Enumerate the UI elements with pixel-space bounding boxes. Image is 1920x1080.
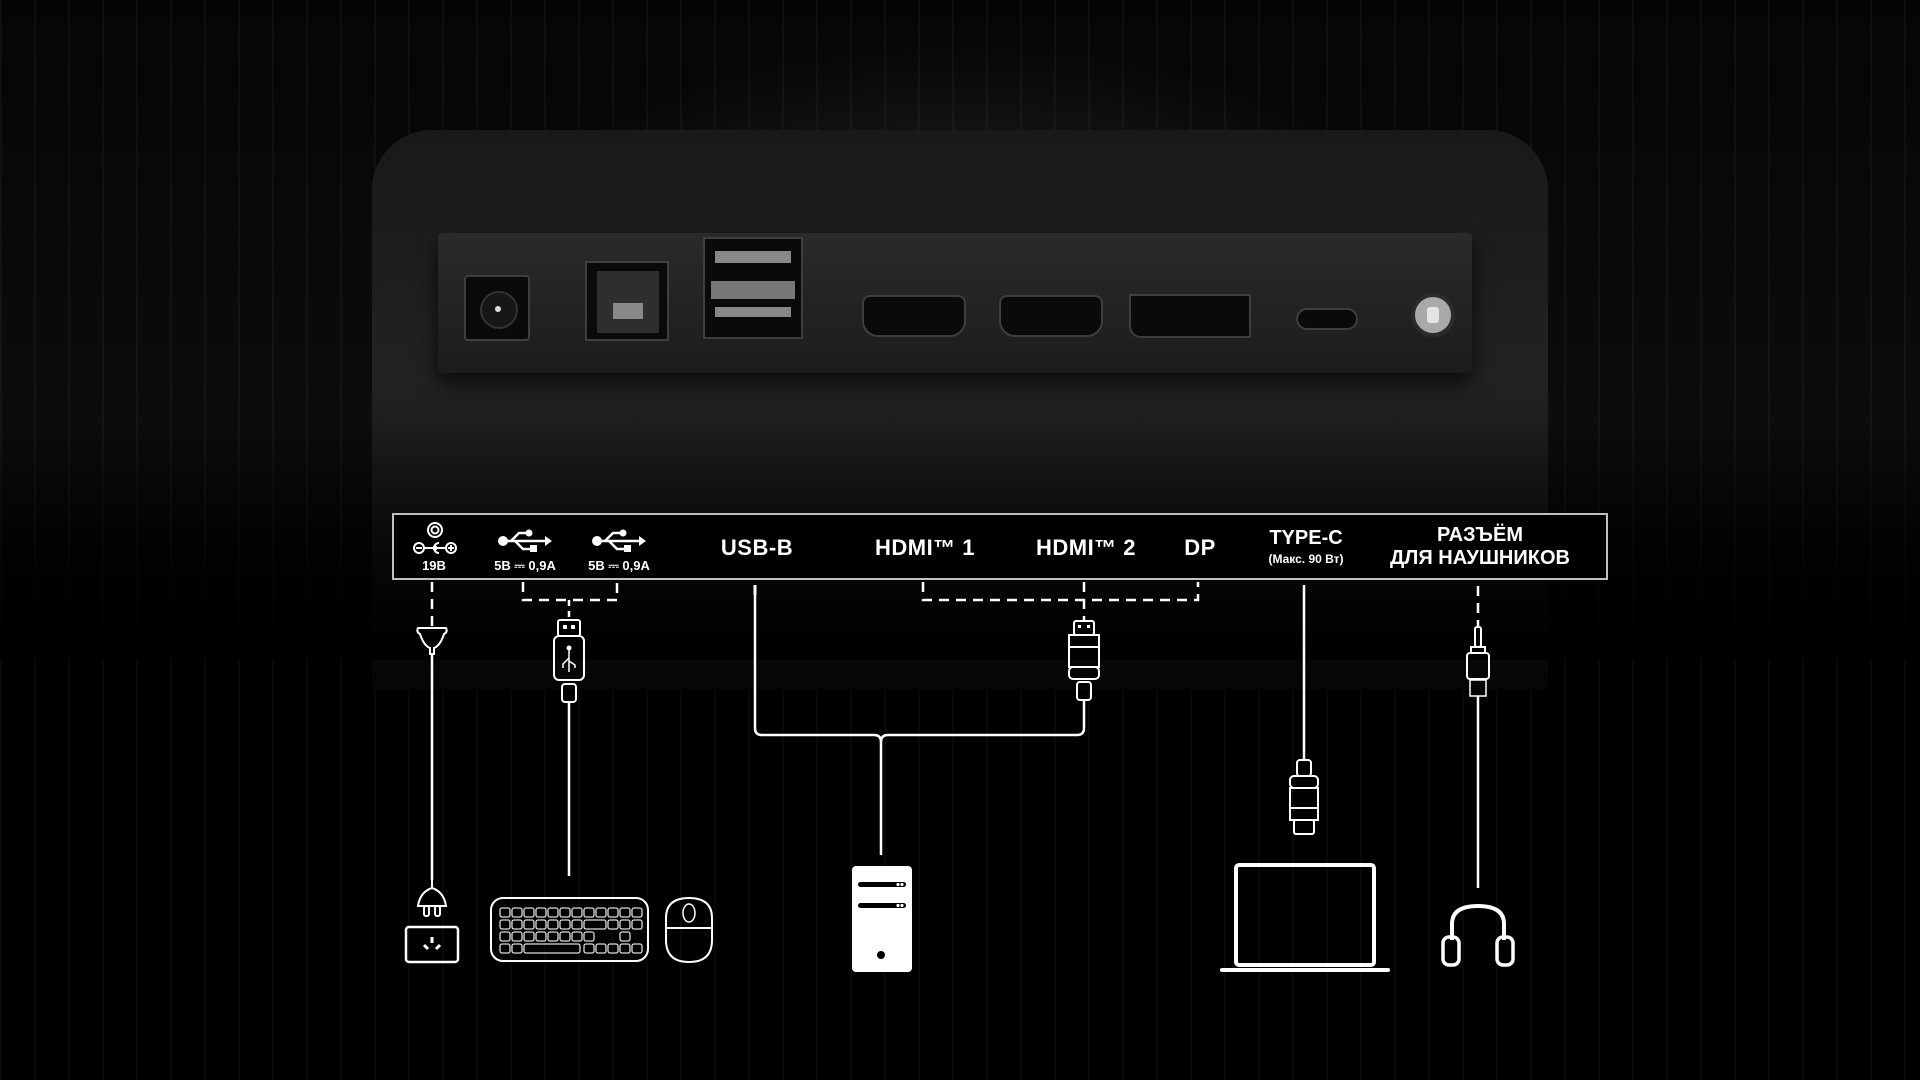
usb-b-port bbox=[585, 261, 669, 341]
usb-a-2-rating: 5В ⎓ 0,9А bbox=[588, 558, 650, 573]
hdmi-1-port bbox=[862, 295, 966, 337]
dc-jack-port bbox=[464, 275, 530, 341]
dc-voltage-label: 19В bbox=[422, 558, 446, 573]
usb-a-1-rating: 5В ⎓ 0,9А bbox=[494, 558, 556, 573]
mouse-icon bbox=[665, 896, 713, 964]
hdmi-1-label: HDMI™ 1 bbox=[874, 535, 976, 560]
usb-c-port bbox=[1296, 308, 1358, 330]
port-label-bar: 19В 5В ⎓ 0,9А 5В ⎓ 0,9А USB-B HDMI™ 1 HD… bbox=[392, 513, 1608, 580]
type-c-label: TYPE-C bbox=[1269, 527, 1343, 549]
hdmi-2-port bbox=[999, 295, 1103, 337]
dp-label: DP bbox=[1184, 535, 1216, 560]
keyboard-icon bbox=[490, 897, 649, 962]
usb-b-label: USB-B bbox=[720, 535, 794, 560]
audio-jack-port bbox=[1411, 293, 1455, 337]
headphones-icon bbox=[1450, 903, 1506, 940]
hdmi-2-label: HDMI™ 2 bbox=[1035, 535, 1137, 560]
headphone-label-line1: РАЗЪЁМ bbox=[1437, 524, 1523, 546]
port-panel bbox=[438, 233, 1472, 373]
displayport-port bbox=[1129, 294, 1251, 338]
headphone-label-line2: ДЛЯ НАУШНИКОВ bbox=[1390, 547, 1570, 569]
dc-power-icon bbox=[413, 522, 457, 554]
usb-a-dual-port bbox=[703, 237, 803, 339]
desktop-pc-icon bbox=[852, 866, 912, 972]
usb-icon bbox=[498, 529, 552, 552]
keyboard-keys bbox=[499, 907, 643, 954]
usb-icon bbox=[592, 529, 646, 552]
laptop-icon bbox=[1234, 863, 1376, 967]
type-c-note: (Макс. 90 Вт) bbox=[1268, 552, 1344, 566]
power-outlet-icon bbox=[404, 925, 460, 964]
